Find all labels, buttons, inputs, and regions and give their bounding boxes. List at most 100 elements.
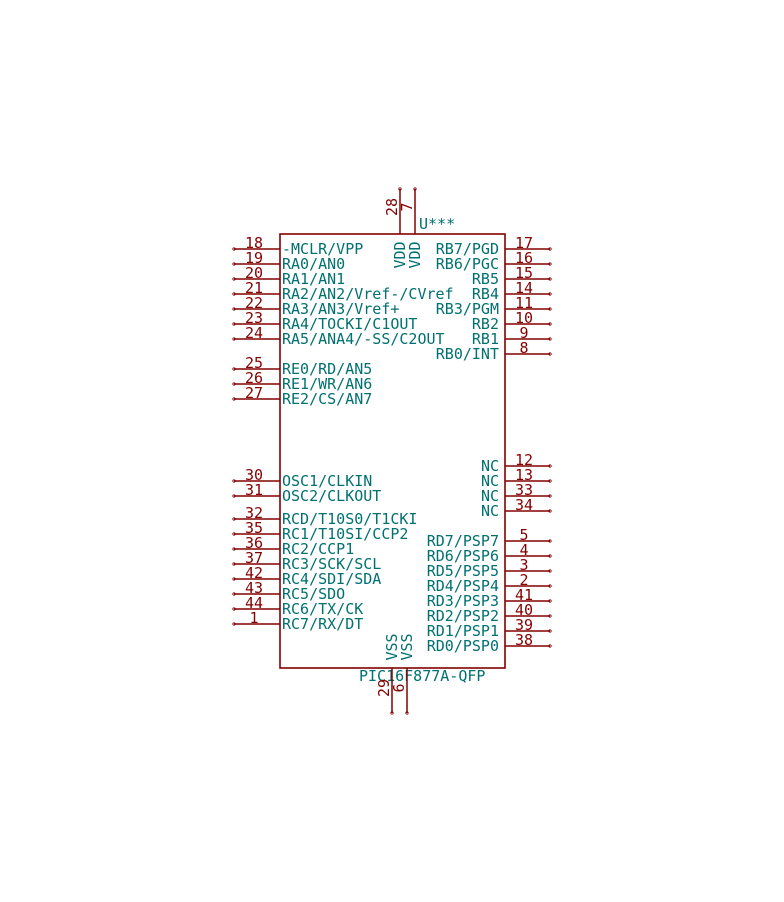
pin-number: 6 xyxy=(390,683,408,692)
pin-endpoint xyxy=(548,539,552,543)
pin-number: 3 xyxy=(519,556,528,574)
pin-endpoint xyxy=(232,322,236,326)
pin-endpoint xyxy=(232,532,236,536)
pin-number: 21 xyxy=(245,279,263,297)
pin-name: NC xyxy=(481,457,499,475)
pin-endpoint xyxy=(232,382,236,386)
pin-name: RE1/WR/AN6 xyxy=(282,375,372,393)
pin-endpoint xyxy=(232,562,236,566)
pin-endpoint xyxy=(548,292,552,296)
pin-name: RC4/SDI/SDA xyxy=(282,570,381,588)
pin-name: OSC1/CLKIN xyxy=(282,472,372,490)
pin-name: RB5 xyxy=(472,270,499,288)
pin-name: VDD xyxy=(406,241,424,268)
pin-endpoint xyxy=(548,614,552,618)
pin-number: 44 xyxy=(245,594,263,612)
pin-endpoint xyxy=(548,464,552,468)
pin-number: 5 xyxy=(519,526,528,544)
pin-number: 24 xyxy=(245,324,263,342)
pin-number: 1 xyxy=(249,609,258,627)
pin-name: RE0/RD/AN5 xyxy=(282,360,372,378)
pin-name: NC xyxy=(481,502,499,520)
pin-number: 28 xyxy=(383,198,401,216)
pin-name: -MCLR/VPP xyxy=(282,240,363,258)
pin-endpoint xyxy=(390,711,394,715)
pin-number: 12 xyxy=(515,451,533,469)
pin-name: RA3/AN3/Vref+ xyxy=(282,300,399,318)
pin-number: 40 xyxy=(515,601,533,619)
pin-number: 29 xyxy=(375,679,393,697)
pin-name: RC2/CCP1 xyxy=(282,540,354,558)
pin-endpoint xyxy=(548,569,552,573)
pin-endpoint xyxy=(232,292,236,296)
pin-endpoint xyxy=(548,337,552,341)
pin-number: 30 xyxy=(245,466,263,484)
pin-name: RB4 xyxy=(472,285,499,303)
pin-name: RD4/PSP4 xyxy=(427,577,499,595)
pin-name: RC6/TX/CK xyxy=(282,600,363,618)
pin-name: RD0/PSP0 xyxy=(427,637,499,655)
pin-endpoint xyxy=(548,644,552,648)
pin-number: 26 xyxy=(245,369,263,387)
pin-endpoint xyxy=(232,262,236,266)
pin-name: RA4/TOCKI/C1OUT xyxy=(282,315,417,333)
pin-endpoint xyxy=(232,577,236,581)
pin-endpoint xyxy=(413,187,417,191)
pin-number: 34 xyxy=(515,496,533,514)
pin-number: 25 xyxy=(245,354,263,372)
pin-endpoint xyxy=(548,509,552,513)
pin-number: 35 xyxy=(245,519,263,537)
reference-designator: U*** xyxy=(419,215,455,233)
pin-endpoint xyxy=(232,494,236,498)
pin-number: 39 xyxy=(515,616,533,634)
pin-endpoint xyxy=(398,187,402,191)
pin-number: 22 xyxy=(245,294,263,312)
pin-endpoint xyxy=(232,277,236,281)
pin-number: 14 xyxy=(515,279,533,297)
pin-name: RB2 xyxy=(472,315,499,333)
pin-name: RB6/PGC xyxy=(436,255,499,273)
pin-number: 17 xyxy=(515,234,533,252)
pin-name: RB0/INT xyxy=(436,345,499,363)
pin-name: NC xyxy=(481,472,499,490)
pin-endpoint xyxy=(232,622,236,626)
pin-number: 10 xyxy=(515,309,533,327)
pin-name: RC7/RX/DT xyxy=(282,615,363,633)
pin-name: NC xyxy=(481,487,499,505)
pin-endpoint xyxy=(548,262,552,266)
pin-name: VDD xyxy=(391,241,409,268)
pin-number: 27 xyxy=(245,384,263,402)
pin-endpoint xyxy=(548,247,552,251)
pin-endpoint xyxy=(232,247,236,251)
pin-number: 15 xyxy=(515,264,533,282)
pin-number: 7 xyxy=(398,202,416,211)
pin-name: RC1/T10SI/CCP2 xyxy=(282,525,408,543)
pin-endpoint xyxy=(548,554,552,558)
pin-endpoint xyxy=(232,307,236,311)
pin-number: 32 xyxy=(245,504,263,522)
pin-number: 43 xyxy=(245,579,263,597)
pin-number: 16 xyxy=(515,249,533,267)
pin-number: 42 xyxy=(245,564,263,582)
pin-number: 41 xyxy=(515,586,533,604)
pin-name: RC3/SCK/SCL xyxy=(282,555,381,573)
pin-number: 33 xyxy=(515,481,533,499)
pin-name: VSS xyxy=(398,633,416,660)
pin-name: RA1/AN1 xyxy=(282,270,345,288)
pin-endpoint xyxy=(405,711,409,715)
pin-endpoint xyxy=(232,479,236,483)
pin-endpoint xyxy=(548,599,552,603)
pin-name: RC5/SDO xyxy=(282,585,345,603)
pin-number: 13 xyxy=(515,466,533,484)
pin-endpoint xyxy=(232,607,236,611)
pin-name: RA5/ANA4/-SS/C2OUT xyxy=(282,330,445,348)
pin-name: RA2/AN2/Vref-/CVref xyxy=(282,285,454,303)
pin-name: RD6/PSP6 xyxy=(427,547,499,565)
pin-number: 4 xyxy=(519,541,528,559)
pin-endpoint xyxy=(548,479,552,483)
pin-name: RCD/T10S0/T1CKI xyxy=(282,510,417,528)
pin-name: RD2/PSP2 xyxy=(427,607,499,625)
pin-endpoint xyxy=(232,397,236,401)
